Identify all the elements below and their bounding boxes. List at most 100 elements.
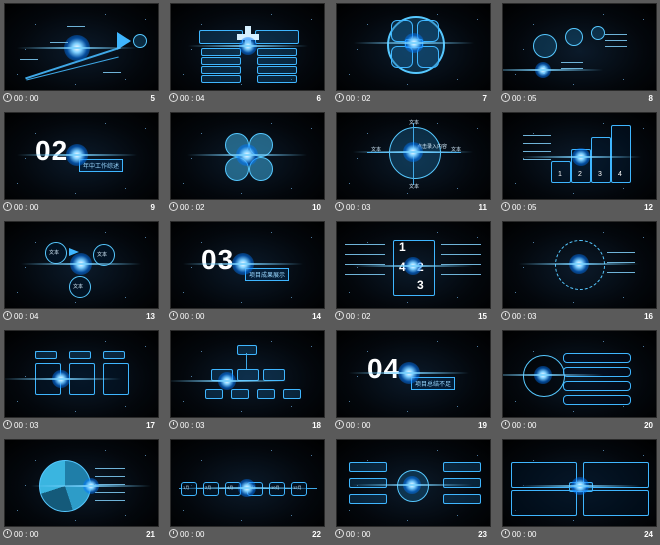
slide-number: 21	[146, 530, 155, 539]
org-connector	[246, 353, 247, 369]
slide-thumbnail[interactable]	[170, 3, 325, 91]
slide-thumbnail[interactable]: 点击录入内容文本文本文本文本	[336, 112, 491, 200]
slide-thumbnail[interactable]	[336, 3, 491, 91]
section-number: 03	[201, 244, 235, 275]
slide-timing: 00 : 00	[180, 312, 205, 321]
clock-icon	[3, 529, 12, 538]
clock-icon	[169, 93, 178, 102]
light-flare	[17, 47, 137, 49]
slide-number: 8	[648, 94, 653, 103]
background-star	[105, 123, 106, 124]
background-star	[477, 455, 478, 456]
slide-thumbnail[interactable]	[4, 3, 159, 91]
slide-thumbnail[interactable]: 1243	[336, 221, 491, 309]
background-star	[241, 411, 242, 412]
info-panel	[583, 462, 649, 488]
text-stub	[523, 143, 551, 144]
background-star	[35, 24, 36, 25]
slide-thumbnail[interactable]	[4, 330, 159, 418]
background-star	[125, 188, 126, 189]
light-flare	[503, 374, 603, 376]
light-flare	[31, 485, 151, 487]
background-star	[311, 19, 312, 20]
slide-thumbnail[interactable]	[502, 439, 657, 527]
background-star	[271, 232, 272, 233]
background-star	[25, 158, 26, 159]
slide-thumbnail[interactable]	[502, 221, 657, 309]
timeline-hex	[269, 482, 285, 496]
slide-thumbnail[interactable]	[336, 439, 491, 527]
background-star	[623, 406, 624, 407]
org-leaf	[257, 389, 275, 399]
flow-header	[69, 351, 91, 359]
background-star	[523, 267, 524, 268]
background-star	[603, 14, 604, 15]
text-stub	[605, 40, 627, 41]
background-star	[349, 183, 350, 184]
background-star	[25, 49, 26, 50]
slide-thumbnail[interactable]	[170, 112, 325, 200]
background-star	[515, 74, 516, 75]
light-flare	[354, 42, 474, 44]
slide-thumbnail[interactable]: 1月2月4月6月10月12月	[170, 439, 325, 527]
text-stub	[441, 274, 481, 275]
text-stub	[345, 244, 385, 245]
slide-number: 19	[478, 421, 487, 430]
slide-timing: 00 : 03	[512, 312, 537, 321]
text-stub	[561, 68, 583, 69]
recycle-ring	[555, 240, 605, 290]
slide-timing: 00 : 00	[346, 421, 371, 430]
background-star	[183, 183, 184, 184]
background-star	[105, 14, 106, 15]
clock-icon	[169, 202, 178, 211]
list-box	[257, 57, 297, 65]
slide-thumbnail[interactable]	[4, 439, 159, 527]
axis-label-right: 文本	[451, 147, 462, 153]
background-star	[271, 123, 272, 124]
background-star	[643, 19, 644, 20]
slide-number: 13	[146, 312, 155, 321]
arrow-head	[117, 32, 131, 50]
slide-thumbnail[interactable]	[170, 330, 325, 418]
slide-thumbnail[interactable]: 文本文本文本	[4, 221, 159, 309]
background-star	[515, 401, 516, 402]
list-box	[201, 66, 241, 74]
background-star	[437, 232, 438, 233]
list-box	[201, 57, 241, 65]
slide-thumbnail[interactable]	[502, 330, 657, 418]
slide-thumbnail[interactable]	[502, 3, 657, 91]
slide-number: 6	[316, 94, 321, 103]
cycle-node-label: 文本	[49, 250, 60, 256]
